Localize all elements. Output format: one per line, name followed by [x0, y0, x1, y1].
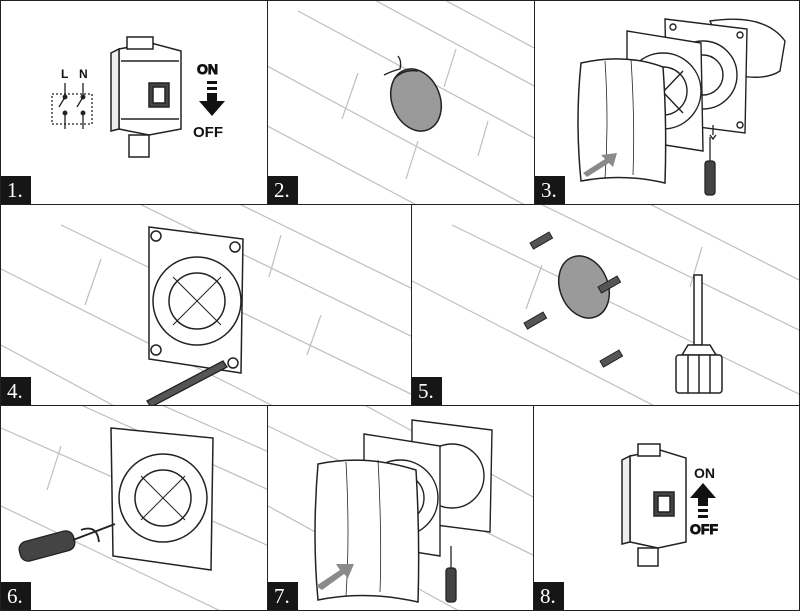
step-1-illustration: L N ON	[51, 36, 225, 158]
step-number: 4.	[1, 377, 31, 405]
step-number: 3.	[535, 176, 565, 204]
screwdriver-icon	[445, 546, 457, 603]
step-3-panel: 3.	[534, 0, 800, 205]
isolator-switch-icon	[621, 443, 687, 567]
arrow-up-icon	[690, 483, 716, 518]
step-2-illustration	[268, 1, 534, 204]
duct-hole-icon	[383, 55, 443, 132]
isolator-schematic-icon	[51, 83, 93, 129]
step-4-panel: 4.	[0, 204, 412, 406]
step-6-panel: 6.	[0, 405, 268, 611]
step-7-panel: 7.	[267, 405, 534, 611]
step-4-illustration	[1, 205, 411, 405]
drill-icon	[675, 274, 723, 394]
on-label: ON	[197, 61, 218, 77]
arrow-down-icon	[199, 81, 225, 116]
isolator-switch-icon	[110, 36, 182, 158]
off-label: OFF	[193, 124, 223, 141]
neutral-label: N	[79, 67, 88, 81]
push-arrow-icon	[316, 564, 354, 590]
front-cover-icon	[577, 58, 667, 184]
step-number: 6.	[1, 582, 31, 610]
duct-hole-icon	[557, 255, 611, 319]
step-number: 2.	[268, 176, 298, 204]
brick-wall	[412, 205, 799, 405]
step-number: 5.	[412, 377, 442, 405]
brick-wall	[268, 1, 534, 204]
on-label: ON	[694, 465, 715, 481]
step-2-panel: 2.	[267, 0, 535, 205]
step-6-illustration	[1, 406, 267, 610]
step-number: 1.	[1, 176, 31, 204]
off-label: OFF	[690, 521, 718, 537]
step-7-illustration	[268, 406, 533, 610]
pencil-icon	[146, 360, 228, 405]
wall-plug-icon	[523, 231, 624, 368]
pull-arrow-icon	[583, 153, 617, 177]
step-1-panel: L N ON	[0, 0, 268, 205]
step-number: 8.	[534, 582, 564, 610]
screwdriver-icon	[704, 125, 717, 196]
step-5-panel: 5.	[411, 204, 800, 406]
step-number: 7.	[268, 582, 298, 610]
screwdriver-icon	[18, 523, 116, 562]
live-label: L	[61, 67, 68, 81]
step-8-illustration: ON OFF	[621, 443, 719, 567]
fan-frame-icon	[110, 427, 214, 571]
step-5-illustration	[412, 205, 799, 405]
fan-frame-icon	[148, 226, 244, 374]
step-8-panel: ON OFF 8.	[533, 405, 800, 611]
step-3-illustration	[577, 18, 786, 196]
